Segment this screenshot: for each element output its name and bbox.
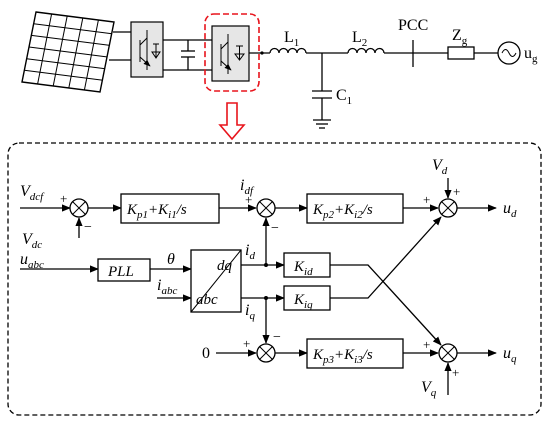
pcc-label: PCC <box>398 17 428 34</box>
grid-impedance <box>447 46 475 60</box>
svg-text:+: + <box>453 184 460 199</box>
l1-label: L1 <box>284 29 299 49</box>
idf-label: idf <box>240 177 255 197</box>
inverter-block <box>211 25 250 82</box>
svg-text:+: + <box>243 336 250 351</box>
pi-controller-2 <box>306 193 404 224</box>
dc-link-capacitor <box>181 40 195 70</box>
abc-dq-transform <box>190 249 242 313</box>
vq-label: Vq <box>421 379 437 399</box>
svg-text:−: − <box>271 221 279 236</box>
svg-text:+: + <box>245 192 252 207</box>
iq-label: iq <box>245 302 255 322</box>
svg-text:Kid: Kid <box>293 259 313 278</box>
theta-label: θ <box>167 251 175 268</box>
sum-junction-id <box>256 198 276 218</box>
zg-label: Zg <box>452 27 468 47</box>
capacitor-c1 <box>312 53 332 120</box>
c1-label: C1 <box>336 87 352 107</box>
pll-block <box>97 258 151 282</box>
svg-text:dq: dq <box>217 258 233 274</box>
ug-label: ug <box>524 45 538 65</box>
iabc-label: iabc <box>157 277 177 297</box>
sum-junction-dc <box>69 198 89 218</box>
ud-label: ud <box>503 200 517 220</box>
zero-reference: 0 <box>202 345 210 362</box>
sum-junction-iq <box>256 343 276 363</box>
inverter-highlight <box>204 13 260 92</box>
vdc-label: Vdc <box>22 231 42 251</box>
sum-junction-ud <box>438 198 458 218</box>
svg-text:−: − <box>273 330 281 345</box>
svg-text:+: + <box>60 191 67 206</box>
ac-source-icon <box>497 41 521 65</box>
pi-controller-1 <box>120 193 220 224</box>
svg-text:+: + <box>423 192 430 207</box>
svg-text:−: − <box>84 220 92 235</box>
svg-text:PLL: PLL <box>107 264 134 280</box>
svg-text:Kp1+Ki1/s: Kp1+Ki1/s <box>126 202 187 221</box>
dc-dc-converter <box>130 21 164 78</box>
svg-text:Kp2+Ki2/s: Kp2+Ki2/s <box>312 202 373 221</box>
svg-text:+: + <box>452 365 459 380</box>
svg-text:Kiq: Kiq <box>293 292 313 311</box>
l2-label: L2 <box>352 29 367 49</box>
vd-label: Vd <box>432 157 448 177</box>
ground-icon <box>313 119 331 129</box>
sum-junction-uq <box>438 343 458 363</box>
vdcf-label: Vdcf <box>20 183 45 203</box>
highlight-arrow <box>218 102 246 141</box>
uq-label: uq <box>503 345 517 365</box>
svg-text:+: + <box>423 337 430 352</box>
pi-controller-3 <box>306 338 404 369</box>
uabc-label: uabc <box>20 251 44 271</box>
inductor-l2 <box>347 47 385 54</box>
svg-text:Kp3+Ki3/s: Kp3+Ki3/s <box>312 347 373 366</box>
pv-array <box>21 11 115 93</box>
id-label: id <box>245 242 255 262</box>
inductor-l1 <box>269 47 307 54</box>
svg-text:abc: abc <box>196 292 218 308</box>
control-frame <box>7 142 542 416</box>
kiq-block <box>283 285 331 311</box>
